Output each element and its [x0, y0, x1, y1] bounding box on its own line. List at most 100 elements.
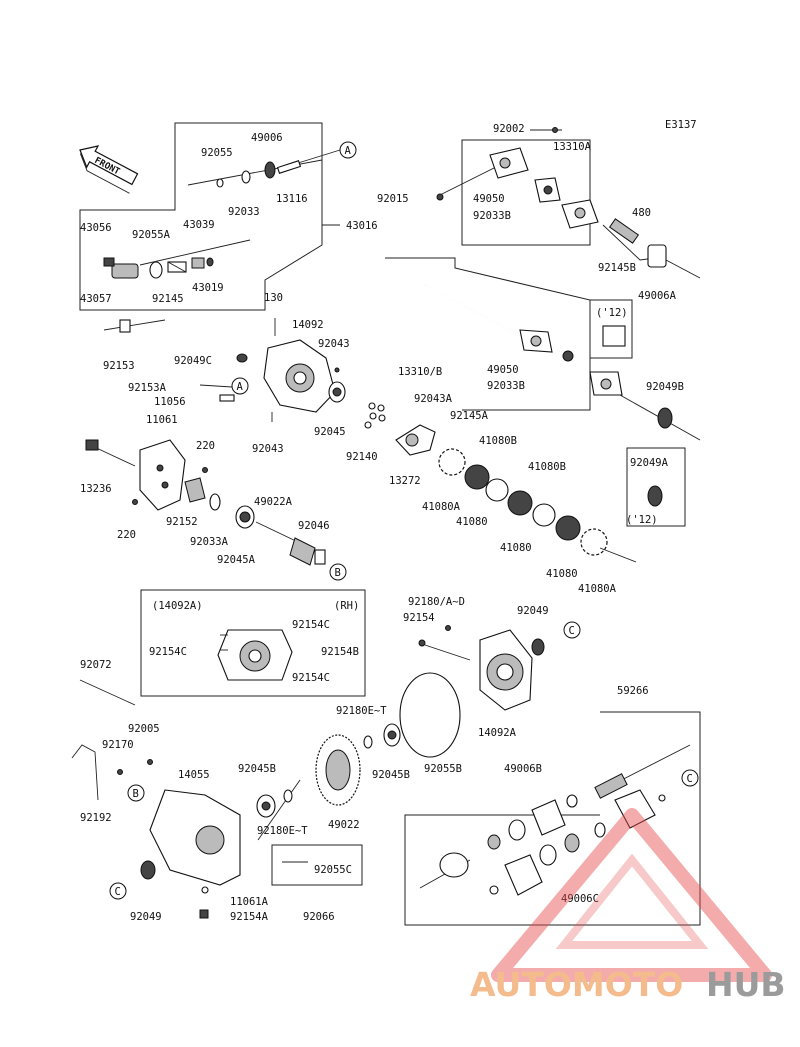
- drive-shaft-59266: [404, 711, 701, 926]
- label-92145A: 92145A: [450, 410, 489, 422]
- label-13236: 13236: [80, 483, 112, 495]
- label-13310A: 13310A: [553, 141, 592, 153]
- label-12-a: ('12): [596, 307, 628, 319]
- label-49006C: 49006C: [561, 893, 599, 905]
- label-92043A: 92043A: [414, 393, 453, 405]
- label-14092A-box: (14092A): [152, 600, 203, 612]
- svg-text:C: C: [569, 625, 575, 637]
- label-92145: 92145: [152, 293, 184, 305]
- label-480: 480: [632, 207, 651, 219]
- label-92154: 92154: [403, 612, 435, 624]
- label-RH: (RH): [334, 600, 359, 612]
- label-92153A: 92153A: [128, 382, 167, 394]
- label-92049A: 92049A: [630, 457, 669, 469]
- watermark-logo: AUTOMOTO HUB: [470, 808, 786, 1004]
- label-92049C: 92049C: [174, 355, 212, 367]
- label-92154A: 92154A: [230, 911, 269, 923]
- svg-text:A: A: [345, 145, 352, 157]
- label-43016: 43016: [346, 220, 378, 232]
- label-92049-b: 92049: [130, 911, 162, 923]
- label-92153: 92153: [103, 360, 135, 372]
- label-92145B: 92145B: [598, 262, 636, 274]
- label-220-b: 220: [117, 529, 136, 541]
- label-49006: 49006: [251, 132, 283, 144]
- label-92033A: 92033A: [190, 536, 229, 548]
- label-92043-b: 92043: [252, 443, 284, 455]
- label-92055B: 92055B: [424, 763, 462, 775]
- callout-B-top: B: [329, 563, 347, 581]
- label-92055C: 92055C: [314, 864, 352, 876]
- label-49050: 49050: [473, 193, 505, 205]
- label-41080A-b: 41080A: [578, 583, 617, 595]
- label-92045A: 92045A: [217, 554, 256, 566]
- label-92049B: 92049B: [646, 381, 684, 393]
- label-41080-c: 41080: [546, 568, 578, 580]
- watermark-text-2: HUB: [706, 965, 786, 1004]
- label-14092A: 14092A: [478, 727, 517, 739]
- label-49006A: 49006A: [638, 290, 677, 302]
- propeller-shaft-13310B: [385, 257, 701, 527]
- callout-B-bottom: B: [127, 784, 145, 802]
- label-49006B: 49006B: [504, 763, 542, 775]
- diagram-code: E3137: [665, 119, 697, 131]
- box-14092A-rh: [140, 589, 366, 697]
- label-13116: 13116: [276, 193, 308, 205]
- ujoint-assembly-13310A: [436, 127, 701, 279]
- label-92154C-3: 92154C: [292, 672, 330, 684]
- label-92033B-b: 92033B: [487, 380, 525, 392]
- label-43039: 43039: [183, 219, 215, 231]
- label-13272: 13272: [389, 475, 421, 487]
- svg-text:A: A: [237, 381, 244, 393]
- assembly-43016: [79, 122, 341, 333]
- label-49022: 49022: [328, 819, 360, 831]
- label-92002: 92002: [493, 123, 525, 135]
- label-43019: 43019: [192, 282, 224, 294]
- label-92033B: 92033B: [473, 210, 511, 222]
- callout-A-top: A: [339, 141, 357, 159]
- svg-text:B: B: [335, 567, 341, 579]
- label-130: 130: [264, 292, 283, 304]
- svg-text:C: C: [687, 773, 693, 785]
- label-92154B: 92154B: [321, 646, 359, 658]
- label-11061A: 11061A: [230, 896, 269, 908]
- label-92072: 92072: [80, 659, 112, 671]
- label-92055A: 92055A: [132, 229, 171, 241]
- label-92005: 92005: [128, 723, 160, 735]
- label-92045B-2: 92045B: [372, 769, 410, 781]
- label-92055: 92055: [201, 147, 233, 159]
- rod-92072: [79, 679, 136, 706]
- ring-gear-49022: [315, 723, 401, 806]
- gear-case-14055: [71, 744, 363, 919]
- label-13310-B: 13310/B: [398, 366, 442, 378]
- label-14092: 14092: [292, 319, 324, 331]
- label-92180E-T-1: 92180E~T: [336, 705, 387, 717]
- label-92049: 92049: [517, 605, 549, 617]
- label-92066: 92066: [303, 911, 335, 923]
- callout-C-bottom: C: [109, 882, 127, 900]
- label-11056: 11056: [154, 396, 186, 408]
- label-92046: 92046: [298, 520, 330, 532]
- label-92154C-1: 92154C: [292, 619, 330, 631]
- label-41080B-2: 41080B: [528, 461, 566, 473]
- callout-C-right: C: [681, 769, 699, 787]
- label-92015: 92015: [377, 193, 409, 205]
- label-43056: 43056: [80, 222, 112, 234]
- label-92192: 92192: [80, 812, 112, 824]
- label-59266: 59266: [617, 685, 649, 697]
- label-92152: 92152: [166, 516, 198, 528]
- watermark-text-1: AUTOMOTO: [470, 965, 683, 1004]
- label-92180E-T-2: 92180E~T: [257, 825, 308, 837]
- label-12-b: ('12): [626, 514, 658, 526]
- label-41080A: 41080A: [422, 501, 461, 513]
- label-92170: 92170: [102, 739, 134, 751]
- label-11061: 11061: [146, 414, 178, 426]
- label-49050-b: 49050: [487, 364, 519, 376]
- housing-14092: [199, 318, 386, 429]
- cover-11061: [85, 439, 326, 566]
- svg-text:B: B: [133, 788, 139, 800]
- svg-text:C: C: [115, 886, 121, 898]
- label-92043: 92043: [318, 338, 350, 350]
- label-92045B-1: 92045B: [238, 763, 276, 775]
- label-92045: 92045: [314, 426, 346, 438]
